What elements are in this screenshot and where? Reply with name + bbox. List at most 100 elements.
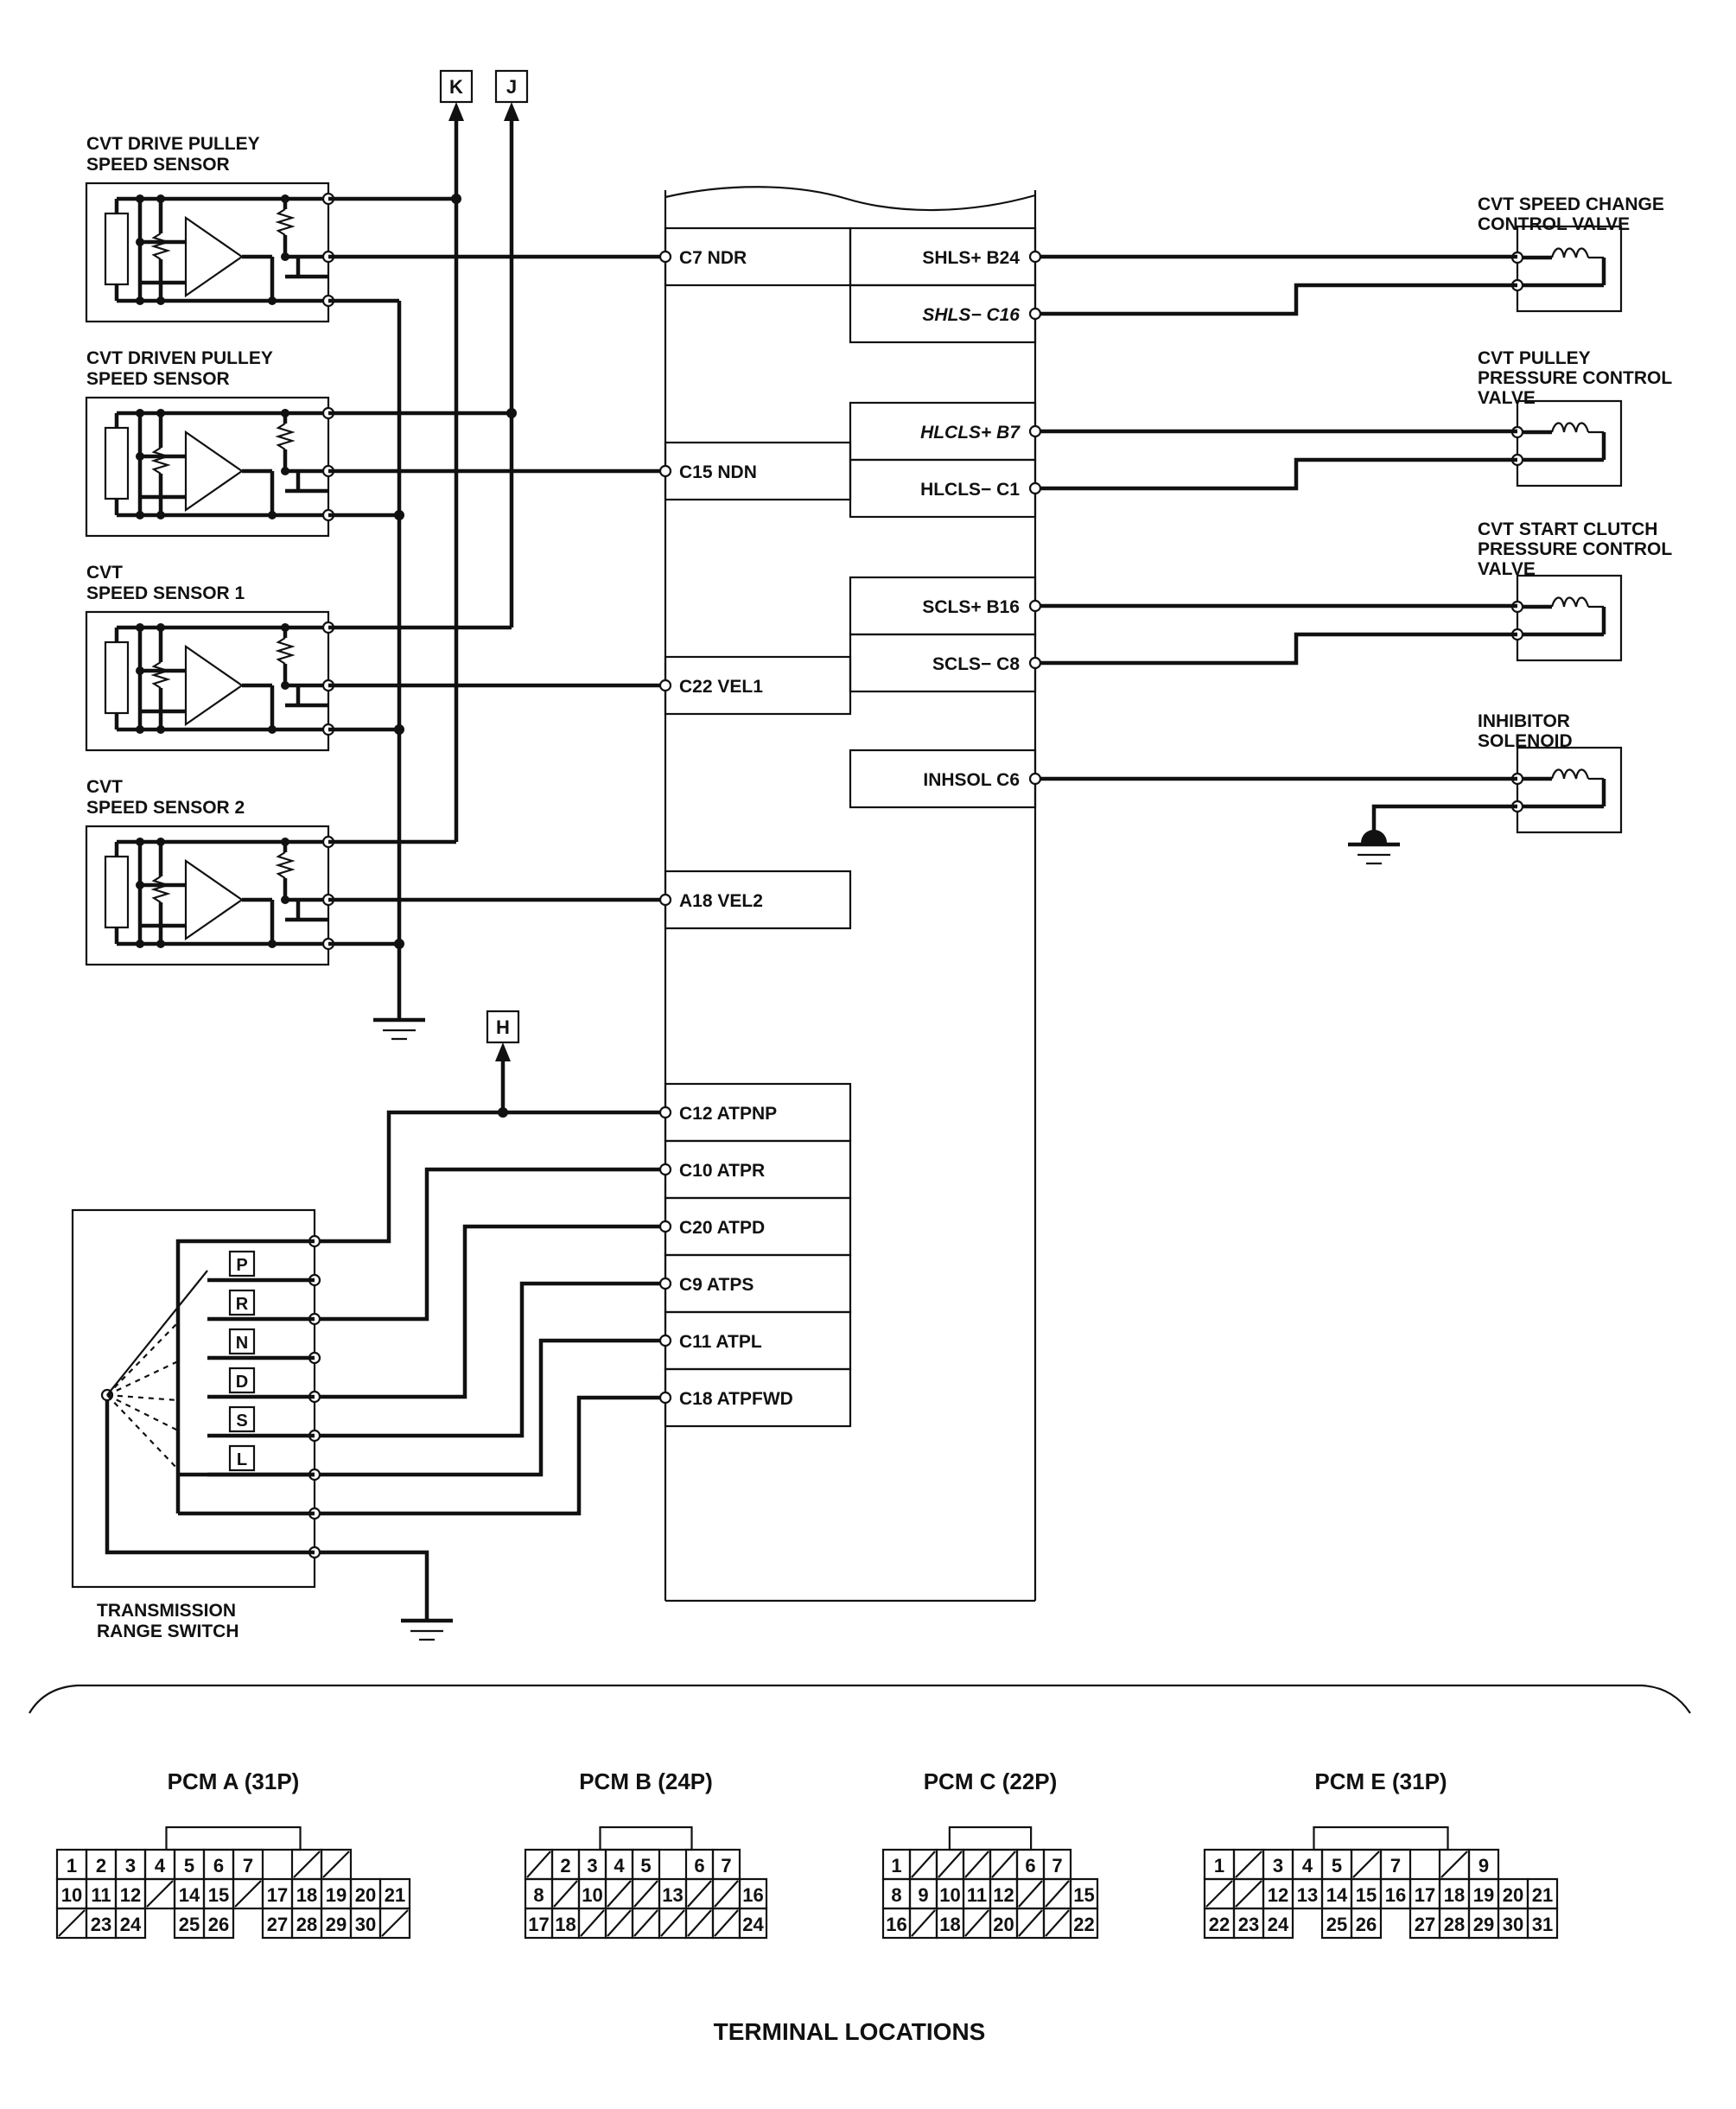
connector-cell: 2 — [85, 1848, 118, 1881]
connector-cell — [908, 1848, 938, 1881]
connector-cell: 3 — [114, 1848, 147, 1881]
terminal-number: 15 — [208, 1884, 229, 1906]
connector-cell — [1232, 1877, 1265, 1910]
connector-cell — [55, 1907, 88, 1940]
connector-cell: 26 — [1350, 1907, 1383, 1940]
terminal-number: 12 — [120, 1884, 141, 1906]
connector-cell — [658, 1907, 688, 1940]
valve-wiring — [1040, 254, 1517, 865]
connector-cell — [143, 1877, 176, 1910]
connector-cell — [1042, 1907, 1072, 1940]
terminal-number: 9 — [1478, 1855, 1489, 1876]
terminal-number: 5 — [184, 1855, 194, 1876]
valve-speed-change-label-2: CONTROL VALVE — [1478, 214, 1630, 234]
connector-cell: 2 — [550, 1848, 581, 1881]
valve-pulley-label-3: VALVE — [1478, 388, 1536, 408]
terminal-number: 5 — [1332, 1855, 1342, 1876]
valve-inhibitor-label-1: INHIBITOR — [1478, 711, 1570, 731]
connector-cell: 3 — [1262, 1848, 1294, 1881]
range-l: L — [237, 1450, 247, 1469]
pin-c22: C22 VEL1 — [679, 677, 763, 697]
connector-cell: 30 — [349, 1907, 382, 1940]
sensor-speed1-label-2: SPEED SENSOR 1 — [86, 583, 245, 603]
connector-cell: 7 — [711, 1848, 741, 1881]
terminal-number: 14 — [179, 1884, 200, 1906]
sensor-driven-label-1: CVT DRIVEN PULLEY — [86, 348, 273, 368]
connector-cell: 13 — [658, 1877, 688, 1910]
terminal-number: 3 — [587, 1855, 597, 1876]
connector-cell: 10 — [935, 1877, 965, 1910]
connector-title: PCM E (31P) — [1314, 1768, 1447, 1794]
terminal-number: 24 — [1268, 1914, 1289, 1935]
connector-cell: 12 — [1262, 1877, 1294, 1910]
connector-cell — [1438, 1848, 1471, 1881]
connector-cell: 1 — [1203, 1848, 1236, 1881]
terminal-number: 11 — [967, 1884, 987, 1906]
sensor-wiring — [328, 121, 662, 1041]
sensor-speed-2 — [86, 826, 334, 965]
terminal-number: 31 — [1532, 1914, 1553, 1935]
connector-cell: 4 — [604, 1848, 634, 1881]
valve-pulley-label-1: CVT PULLEY — [1478, 348, 1591, 368]
terminal-number: 23 — [91, 1914, 111, 1935]
terminal-number: 27 — [267, 1914, 288, 1935]
connector-cell: 17 — [524, 1907, 554, 1940]
terminal-number: 26 — [208, 1914, 229, 1935]
connector-cell: 25 — [1320, 1907, 1353, 1940]
terminal-number: 17 — [267, 1884, 288, 1906]
connector-cell: 13 — [1291, 1877, 1324, 1910]
connector-cell: 6 — [684, 1848, 715, 1881]
terminal-number: 10 — [939, 1884, 960, 1906]
sensor-drive-pulley — [86, 183, 334, 322]
terminal-number: 18 — [296, 1884, 317, 1906]
terminal-number: 24 — [120, 1914, 142, 1935]
terminal-number: 4 — [614, 1855, 625, 1876]
marker-j-label: J — [506, 76, 517, 98]
pin-c18: C18 ATPFWD — [679, 1389, 793, 1409]
range-n: N — [236, 1334, 248, 1353]
terminal-number: 6 — [694, 1855, 704, 1876]
connector-cell: 23 — [1232, 1907, 1265, 1940]
terminal-number: 1 — [891, 1855, 901, 1876]
connector-cell — [604, 1877, 634, 1910]
terminal-number: 8 — [533, 1884, 544, 1906]
connector-cell: 23 — [85, 1907, 118, 1940]
connector-title: PCM B (24P) — [579, 1768, 713, 1794]
connector-cell: 1 — [881, 1848, 912, 1881]
terminal-number: 8 — [891, 1884, 901, 1906]
connector-cell — [550, 1877, 581, 1910]
valve-inhibitor-label-2: SOLENOID — [1478, 731, 1573, 751]
pcm-left-pins: C7 NDR C15 NDN C22 VEL1 A18 VEL2 C12 ATP… — [658, 248, 793, 1409]
connector-cell — [232, 1877, 264, 1910]
connector-cell — [320, 1848, 353, 1881]
connector-cell: 10 — [55, 1877, 88, 1910]
pin-c16: SHLS− C16 — [922, 305, 1020, 325]
sensor-speed-1 — [86, 612, 334, 750]
sensor-driven-pulley — [86, 398, 334, 536]
terminal-number: 19 — [326, 1884, 347, 1906]
terminal-number: 15 — [1073, 1884, 1094, 1906]
connector-cell: 21 — [378, 1877, 411, 1910]
connector-cell — [684, 1877, 715, 1910]
connector-cell: 8 — [881, 1877, 912, 1910]
terminal-number: 17 — [1415, 1884, 1435, 1906]
connector-cell: 10 — [577, 1877, 607, 1910]
valve-pulley-pressure — [1512, 401, 1621, 486]
connector-cell: 15 — [1069, 1877, 1099, 1910]
connector-cell: 3 — [577, 1848, 607, 1881]
connector-cell — [962, 1848, 992, 1881]
pin-c7: C7 NDR — [679, 248, 747, 268]
pin-c15: C15 NDN — [679, 462, 757, 482]
terminal-number: 28 — [296, 1914, 317, 1935]
connector-title: PCM A (31P) — [168, 1768, 300, 1794]
terminal-number: 28 — [1444, 1914, 1465, 1935]
terminal-number: 10 — [61, 1884, 82, 1906]
connector-cell: 28 — [290, 1907, 323, 1940]
connector-cell: 16 — [881, 1907, 912, 1940]
terminal-number: 7 — [1390, 1855, 1401, 1876]
range-s: S — [236, 1411, 247, 1430]
